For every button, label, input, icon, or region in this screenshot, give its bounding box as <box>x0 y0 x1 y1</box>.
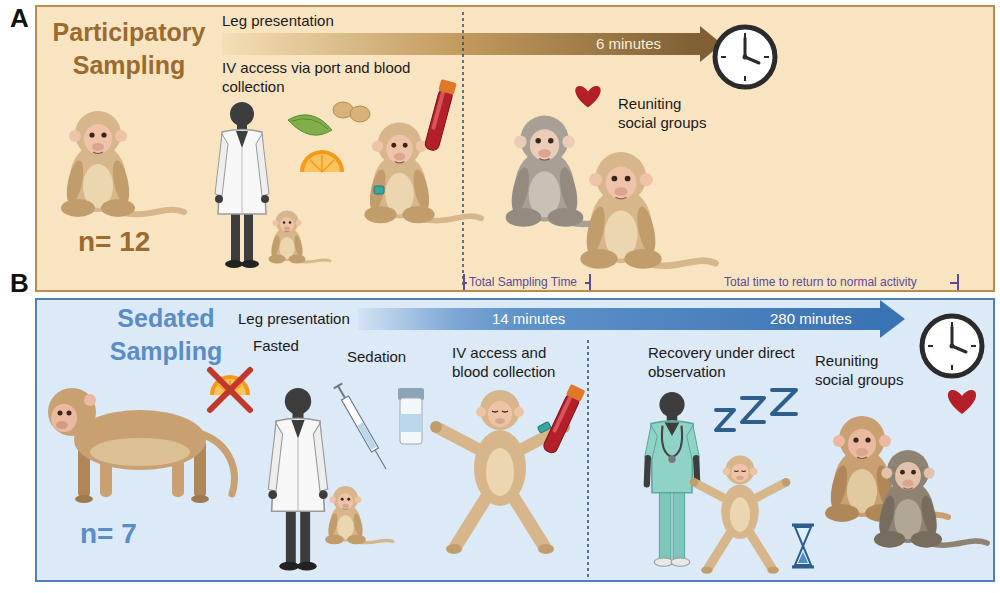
panel-letter: B <box>10 268 38 299</box>
step-label: Fasted <box>253 337 323 354</box>
step-label: IV access and blood collection <box>452 344 578 382</box>
syringe <box>342 396 379 452</box>
researcher-figure <box>268 388 327 571</box>
heart-icon <box>948 390 976 414</box>
bracket-label: Total time to return to normal activity <box>724 275 954 289</box>
clock-icon <box>715 27 775 87</box>
sedative-vial <box>400 414 422 432</box>
step-label: Leg presentation <box>238 310 356 327</box>
walking-monkey <box>48 388 96 436</box>
hourglass-icon <box>792 525 814 567</box>
step-label: IV access via port and blood collection <box>222 59 437 97</box>
duration-label: 14 minutes <box>492 310 578 327</box>
walking-monkey <box>90 438 190 466</box>
food-orange <box>304 154 340 172</box>
sleep-symbol <box>742 398 764 422</box>
monkey-figure <box>874 450 987 548</box>
fasted-symbol <box>210 370 250 410</box>
syringe <box>357 422 376 449</box>
sampling-panel: BSedated SamplingLeg presentation14 minu… <box>35 298 995 582</box>
panel-letter: A <box>10 3 38 34</box>
time-bracket <box>585 274 590 292</box>
panel-title: Sedated Sampling <box>98 302 234 367</box>
food-peanut <box>350 106 370 122</box>
food-peanut <box>333 102 370 122</box>
food-pea <box>288 115 332 135</box>
monkey-figure <box>325 486 393 544</box>
vascular-port <box>374 186 384 194</box>
food-orange <box>310 155 334 172</box>
iv-catheter <box>537 422 551 434</box>
hourglass-icon <box>792 525 814 567</box>
blood-tube <box>423 79 457 152</box>
syringe <box>334 383 391 471</box>
walking-monkey <box>58 411 63 416</box>
walking-monkey <box>191 495 209 503</box>
blood-tube <box>541 384 586 455</box>
sample-size: n= 12 <box>78 226 188 258</box>
walking-monkey <box>84 394 96 406</box>
walking-monkey <box>48 388 234 503</box>
sample-size: n= 7 <box>80 518 180 550</box>
time-bracket <box>464 274 467 292</box>
hourglass-icon <box>798 552 808 563</box>
step-label: Leg presentation <box>222 12 372 29</box>
heart-icon <box>575 86 600 108</box>
food-pea <box>288 115 332 135</box>
time-bracket <box>464 274 958 292</box>
vascular-port <box>374 186 384 194</box>
timeline-arrow <box>222 26 722 62</box>
food-pea <box>292 119 328 129</box>
monkey-figure <box>580 152 715 269</box>
iv-catheter <box>537 422 551 434</box>
walking-monkey <box>75 495 93 503</box>
syringe <box>375 450 386 469</box>
fasted-symbol <box>210 370 250 410</box>
sedated-monkey <box>430 390 570 554</box>
step-label: Recovery under direct observation <box>648 344 813 382</box>
timeline-arrow <box>880 300 905 338</box>
time-bracket <box>950 274 958 292</box>
duration-label: 280 minutes <box>770 310 870 327</box>
bracket-label: Total Sampling Time <box>469 275 587 289</box>
sleeping-monkey <box>690 456 791 574</box>
sedative-vial <box>398 388 424 444</box>
monkey-figure <box>61 111 184 217</box>
panel-ground <box>35 298 995 582</box>
monkey-figure <box>364 122 481 223</box>
food-orange <box>300 150 344 172</box>
sleep-symbol <box>716 410 734 430</box>
walking-monkey <box>67 411 72 416</box>
walking-monkey <box>56 421 68 429</box>
sampling-panel: AParticipatory SamplingLeg presentationI… <box>35 5 995 292</box>
step-label: Reuniting social groups <box>815 352 915 390</box>
timeline-arrow <box>358 300 905 338</box>
walking-monkey <box>51 404 77 432</box>
sleep-symbol <box>716 390 796 430</box>
panel-title: Participatory Sampling <box>40 16 218 81</box>
timeline-arrow <box>358 308 880 330</box>
step-label: Reuniting social groups <box>618 95 718 133</box>
duration-label: 6 minutes <box>596 35 686 52</box>
researcher-figure <box>215 102 269 268</box>
monkey-figure <box>269 211 331 264</box>
food-orange <box>300 150 344 172</box>
sedative-vial <box>400 398 422 444</box>
panel-ground <box>35 5 995 292</box>
sleep-symbol <box>772 390 796 414</box>
divider-line <box>587 340 589 578</box>
timeline-arrow <box>222 33 700 55</box>
divider-line <box>462 12 464 288</box>
hourglass-icon <box>795 527 811 565</box>
step-label: Sedation <box>347 348 427 365</box>
clock-icon <box>922 316 982 376</box>
